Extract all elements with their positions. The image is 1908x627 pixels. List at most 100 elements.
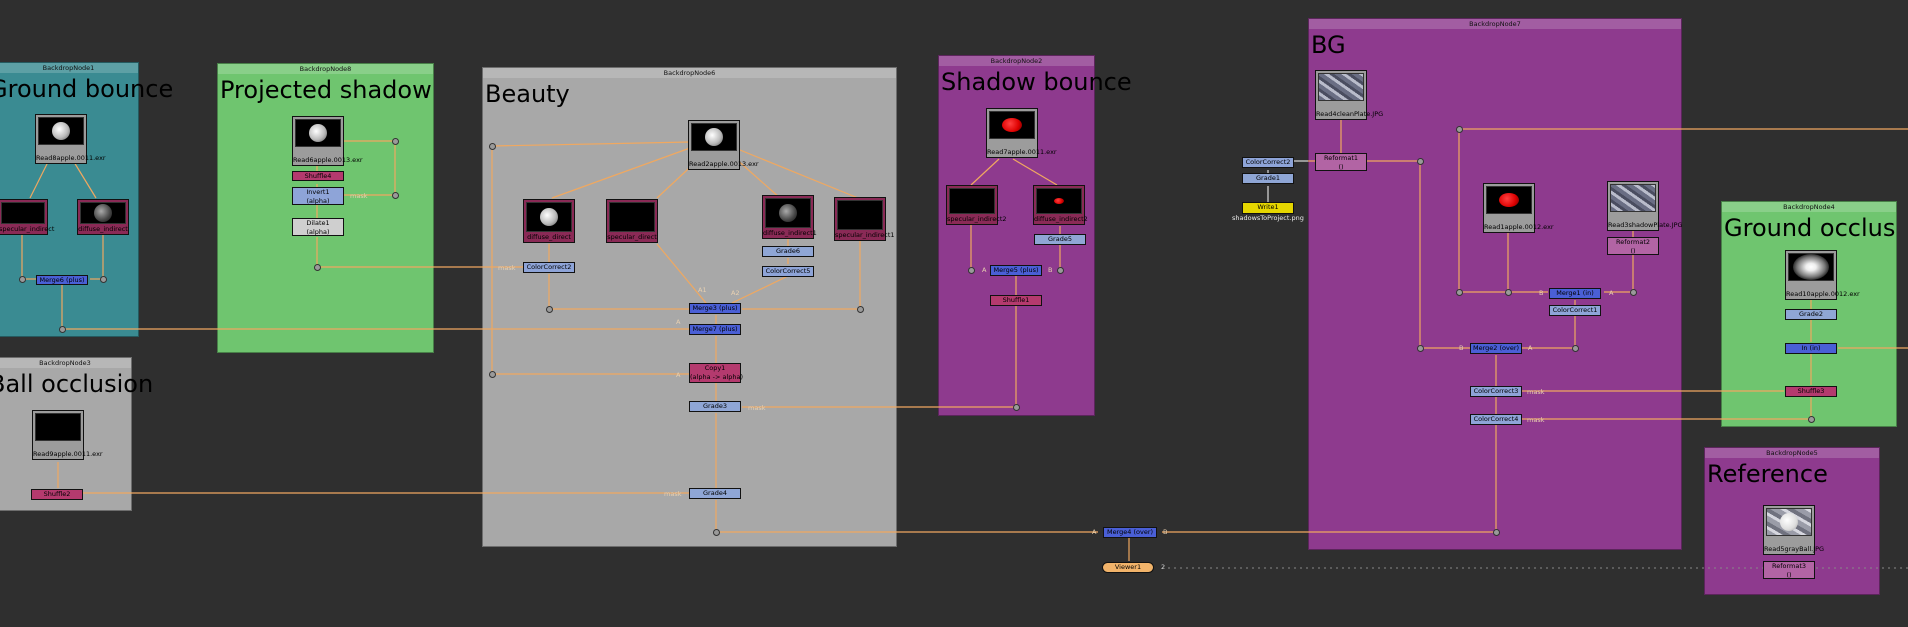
dot[interactable] — [545, 305, 553, 313]
backdrop-label: Ball occlusion — [0, 370, 154, 398]
merge7-node[interactable]: Merge7 (plus) — [689, 324, 741, 335]
grade5-node[interactable]: Grade5 — [1034, 234, 1086, 245]
colorcorrect1-node[interactable]: ColorCorrect1 — [1549, 305, 1601, 316]
read-file: shadowPlate.JPG — [1628, 221, 1683, 229]
read6-node[interactable]: Read6apple.0013.exr — [292, 116, 363, 166]
read10-node[interactable]: Read10apple.0012.exr — [1785, 250, 1860, 300]
read3-node[interactable]: Read3shadowPlate.JPG — [1607, 181, 1683, 231]
viewer1-node[interactable]: Viewer1 — [1102, 562, 1154, 573]
colorcorrect-node[interactable]: ColorCorrect2 — [1242, 157, 1294, 168]
diffuse-indirect-node[interactable]: diffuse_indirect — [77, 199, 129, 235]
input-a-label: A — [1609, 289, 1614, 297]
specular-indirect-node[interactable]: specular_indirect — [0, 199, 55, 235]
dot[interactable] — [1416, 157, 1424, 165]
write1-node[interactable]: Write1 — [1242, 202, 1294, 214]
dot[interactable] — [712, 528, 720, 536]
colorcorrect3-node[interactable]: ColorCorrect3 — [1470, 386, 1522, 397]
shuffle3-node[interactable]: Shuffle3 — [1785, 386, 1837, 397]
dot[interactable] — [99, 275, 107, 283]
read5-node[interactable]: Read5grayBall.JPG — [1763, 505, 1824, 555]
dot[interactable] — [1012, 403, 1020, 411]
dot[interactable] — [313, 263, 321, 271]
merge2-node[interactable]: Merge2 (over) — [1470, 343, 1522, 354]
read-file: apple.0013.exr — [313, 156, 363, 164]
dot[interactable] — [1492, 528, 1500, 536]
diffuse-indirect1-node[interactable]: diffuse_indirect1 — [762, 195, 817, 239]
read9-node[interactable]: Read9apple.0011.exr — [32, 410, 103, 460]
dilate1-node[interactable]: Dilate1(alpha) — [292, 218, 344, 236]
read7-node[interactable]: Read7apple.0011.exr — [986, 108, 1057, 158]
copy1-node[interactable]: Copy1(alpha -> alpha) — [689, 363, 744, 383]
viewer-input-label: 2 — [1161, 563, 1166, 571]
pass-label: specular_indirect — [0, 225, 55, 233]
read-name: Read10 — [1786, 290, 1811, 298]
backdrop-node7[interactable]: BackdropNode7 BG — [1308, 18, 1682, 550]
dot[interactable] — [1571, 344, 1579, 352]
input-b-label: B — [1048, 266, 1053, 274]
read1-node[interactable]: Read1apple.0012.exr — [1483, 183, 1554, 233]
grade6-node[interactable]: Grade6 — [762, 246, 814, 257]
thumbnail — [989, 111, 1035, 139]
backdrop-title: BackdropNode2 — [939, 56, 1094, 66]
dot[interactable] — [967, 266, 975, 274]
grade3-node[interactable]: Grade3 — [689, 401, 741, 412]
backdrop-node8[interactable]: BackdropNode8 Projected shadow — [217, 63, 434, 353]
grade4-node[interactable]: Grade4 — [689, 488, 741, 499]
backdrop-label: Projected shadow — [220, 76, 432, 104]
backdrop-label: Beauty — [485, 80, 570, 108]
merge1-node[interactable]: Merge1 (in) — [1549, 288, 1601, 299]
dot[interactable] — [488, 142, 496, 150]
dot[interactable] — [391, 137, 399, 145]
dot[interactable] — [391, 191, 399, 199]
backdrop-label: Ground bounce — [0, 75, 174, 103]
read4-node[interactable]: Read4cleanPlate.JPG — [1315, 70, 1383, 120]
dot[interactable] — [1504, 288, 1512, 296]
in-node[interactable]: In (in) — [1785, 343, 1837, 354]
read-name: Read8 — [36, 154, 57, 162]
read2-node[interactable]: Read2apple.0013.exr — [688, 120, 759, 170]
specular-direct-node[interactable]: specular_direct — [606, 199, 658, 243]
dot[interactable] — [1056, 266, 1064, 274]
colorcorrect5-node[interactable]: ColorCorrect5 — [762, 266, 814, 277]
read-name: Read3 — [1608, 221, 1629, 229]
dot[interactable] — [1416, 344, 1424, 352]
input-b-label: B — [1539, 289, 1544, 297]
thumbnail — [765, 198, 811, 228]
reformat3-node[interactable]: Reformat3() — [1763, 561, 1815, 579]
grade1-node[interactable]: Grade1 — [1242, 173, 1294, 184]
read-file: apple.0013.exr — [709, 160, 759, 168]
diffuse-direct-node[interactable]: diffuse_direct — [523, 199, 575, 243]
colorcorrect4-node[interactable]: ColorCorrect4 — [1470, 414, 1522, 425]
read-file: apple.0012.exr — [1810, 290, 1860, 298]
dot[interactable] — [18, 275, 26, 283]
merge6-node[interactable]: Merge6 (plus) — [36, 275, 88, 285]
shuffle1-node[interactable]: Shuffle1 — [990, 295, 1042, 306]
shuffle4-node[interactable]: Shuffle4 — [292, 171, 344, 181]
merge3-node[interactable]: Merge3 (plus) — [689, 303, 741, 314]
grade2-node[interactable]: Grade2 — [1785, 309, 1837, 320]
reformat1-node[interactable]: Reformat1() — [1315, 153, 1367, 171]
invert1-node[interactable]: Invert1(alpha) — [292, 187, 344, 205]
reformat2-node[interactable]: Reformat2() — [1607, 237, 1659, 255]
pass-label: specular_indirect2 — [947, 215, 1007, 223]
write-file-label: shadowsToProject.png — [1232, 214, 1304, 222]
dot[interactable] — [1455, 125, 1463, 133]
specular-indirect2-node[interactable]: specular_indirect2 — [946, 185, 1007, 225]
dot[interactable] — [488, 370, 496, 378]
dot[interactable] — [58, 325, 66, 333]
dot[interactable] — [1455, 288, 1463, 296]
mask-label: mask — [1527, 416, 1545, 424]
merge4-node[interactable]: Merge4 (over) — [1103, 527, 1157, 538]
diffuse-indirect2-node[interactable]: diffuse_indirect2 — [1033, 185, 1088, 225]
read8-node[interactable]: Read8apple.0011.exr — [35, 114, 106, 164]
merge5-node[interactable]: Merge5 (plus) — [990, 265, 1042, 276]
dot[interactable] — [1629, 288, 1637, 296]
dot[interactable] — [1807, 415, 1815, 423]
thumbnail — [691, 123, 737, 151]
shuffle2-node[interactable]: Shuffle2 — [31, 489, 83, 500]
specular-indirect1-node[interactable]: specular_indirect1 — [834, 197, 895, 241]
mask-label: mask — [748, 404, 766, 412]
dot[interactable] — [856, 305, 864, 313]
colorcorrect2-node[interactable]: ColorCorrect2 — [523, 262, 575, 273]
